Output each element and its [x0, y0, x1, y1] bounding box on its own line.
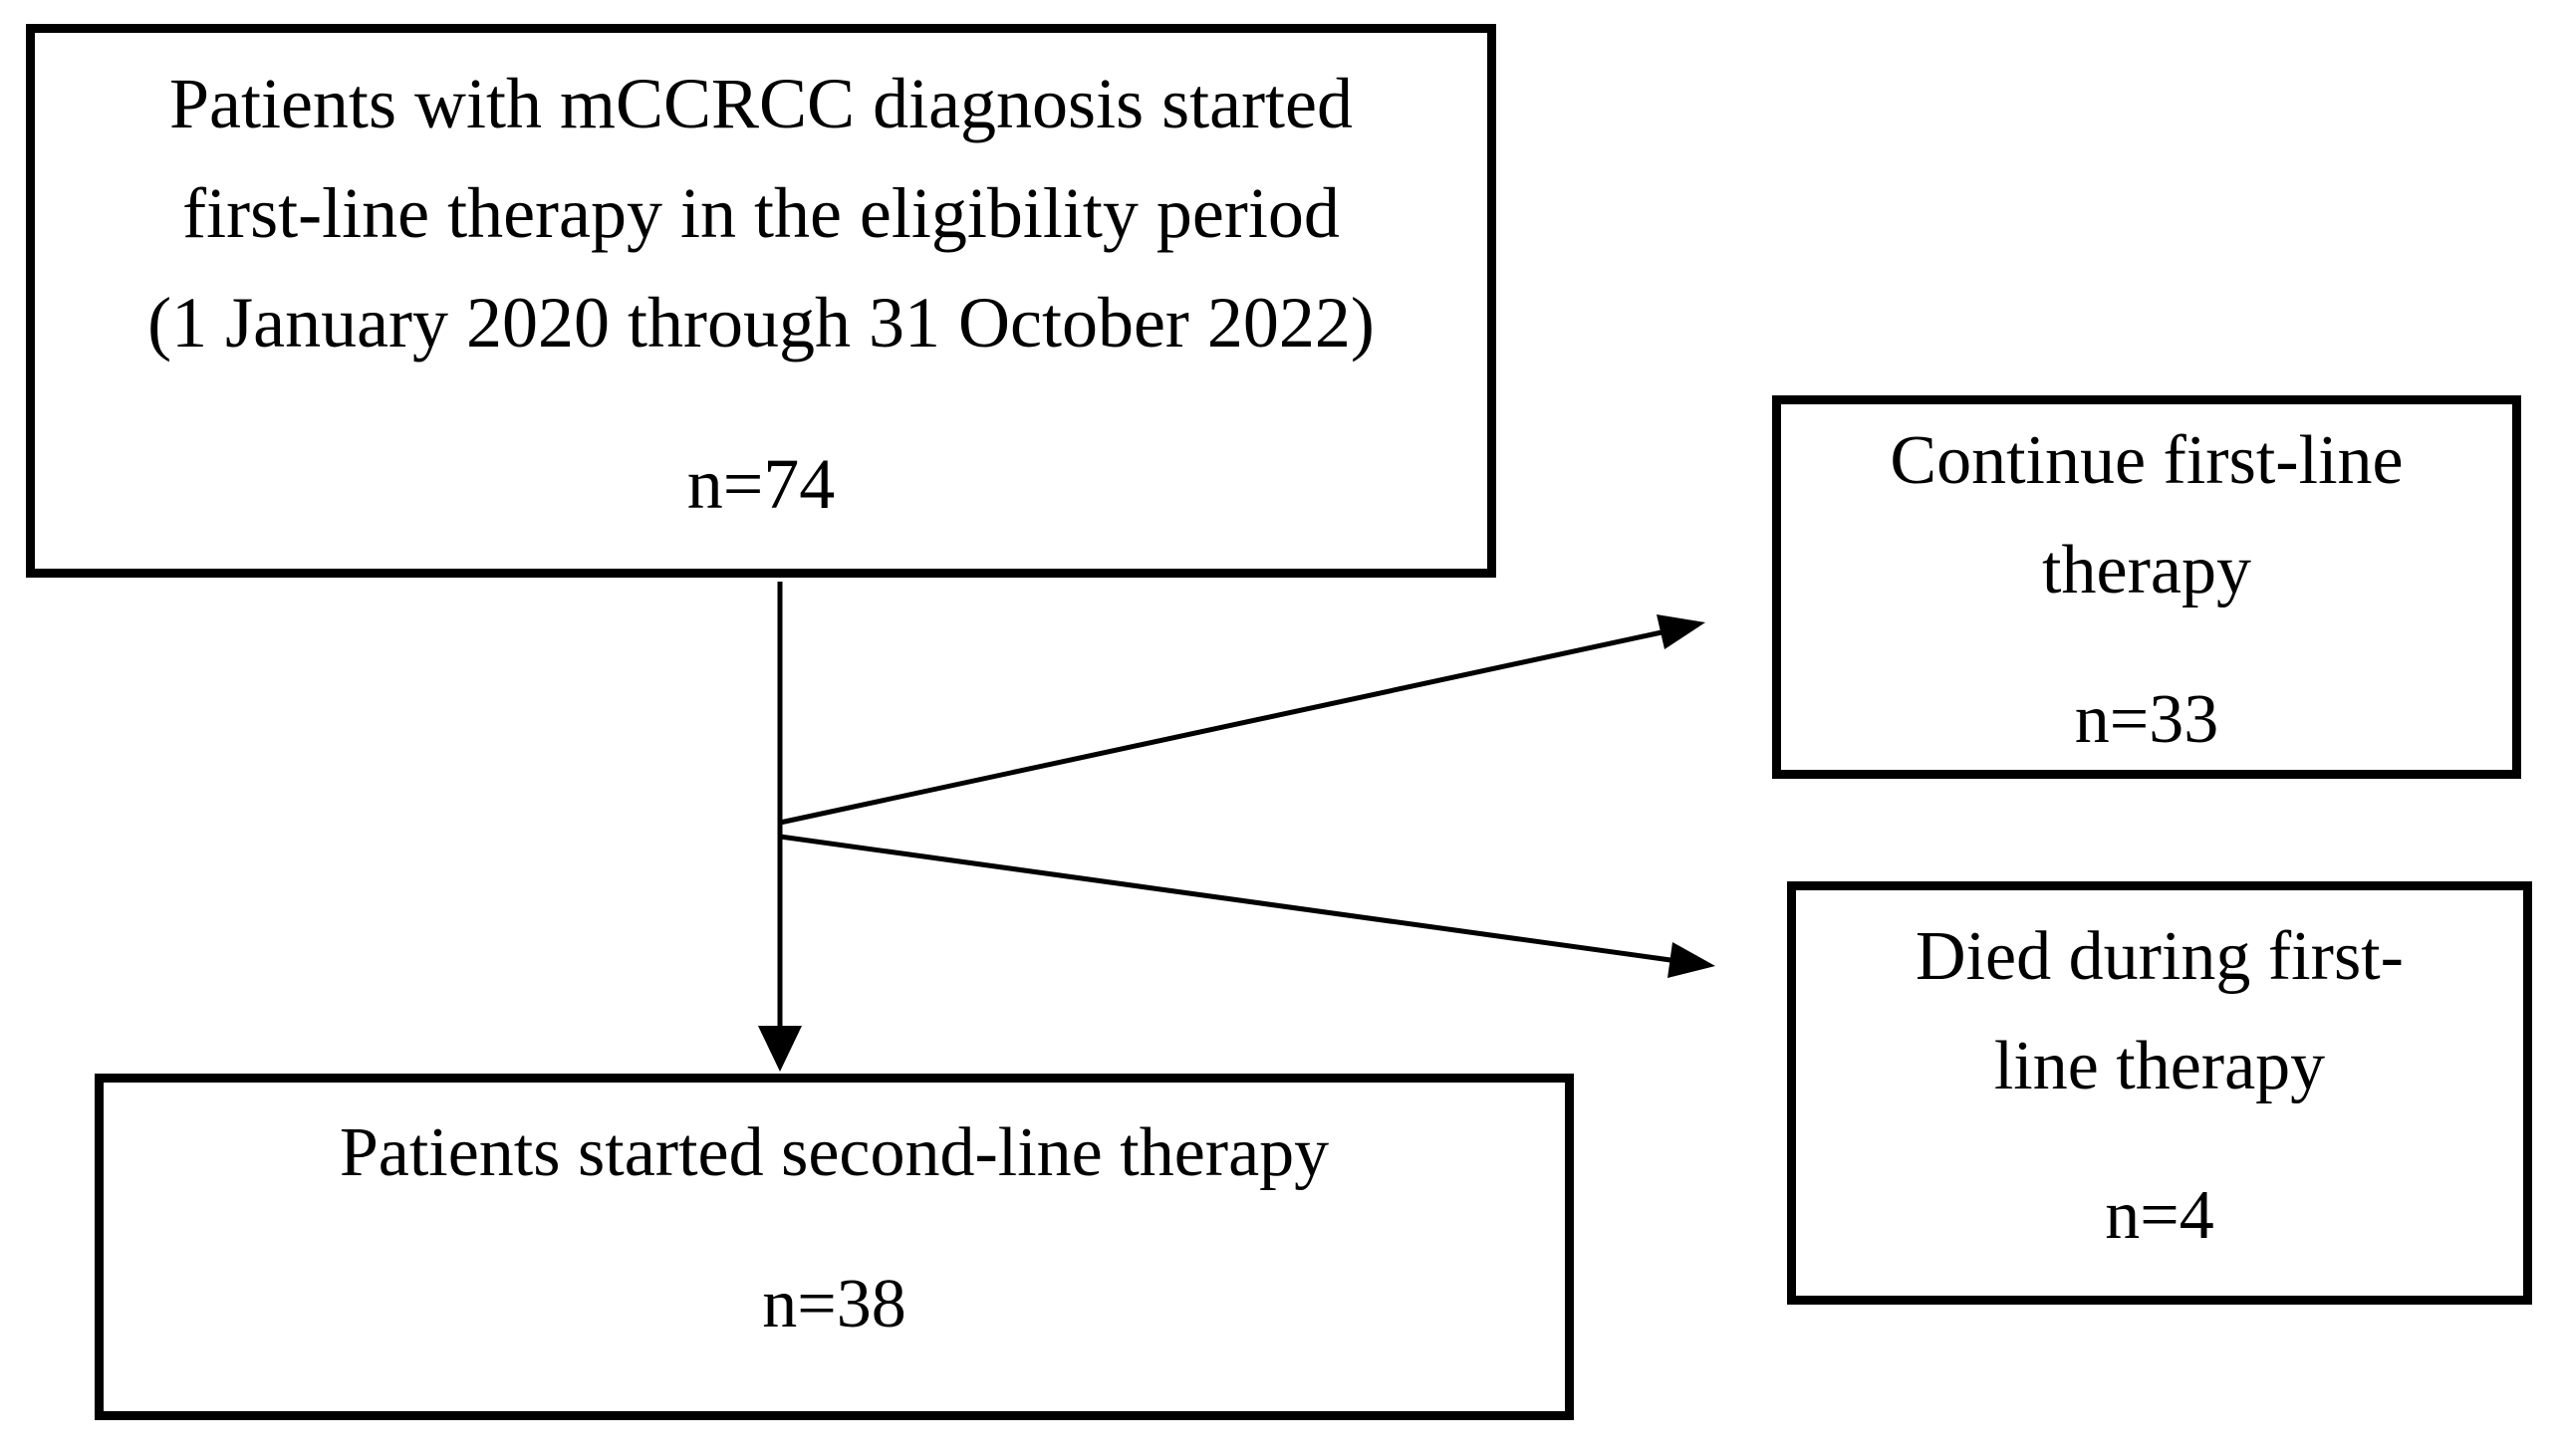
box-eligible-patients: Patients with mCCRCC diagnosis started f…: [26, 24, 1496, 578]
box-died-line-2: line therapy: [1993, 1028, 2326, 1104]
box-continue-count: n=33: [2074, 681, 2219, 758]
arrow-up-right-head-icon: [1657, 614, 1705, 649]
arrow-up-right-shaft: [779, 629, 1663, 826]
box-second-line-patients: Patients started second-line therapy n=3…: [95, 1074, 1574, 1420]
arrow-down-head-icon: [758, 1026, 802, 1072]
box-died-first-line: Died during first- line therapy n=4: [1787, 881, 2532, 1305]
box-eligible-line-2: first-line therapy in the eligibility pe…: [182, 173, 1340, 253]
arrow-down-right-head-icon: [1668, 942, 1715, 978]
arrow-down-right-shaft: [779, 834, 1671, 963]
box-eligible-line-3: (1 January 2020 through 31 October 2022): [147, 283, 1375, 363]
box-second-count: n=38: [762, 1266, 906, 1342]
box-second-line-1: Patients started second-line therapy: [339, 1114, 1330, 1191]
box-eligible-line-1: Patients with mCCRCC diagnosis started: [168, 64, 1354, 143]
box-continue-line-1: Continue first-line: [1890, 422, 2404, 499]
box-continue-line-2: therapy: [2042, 532, 2251, 608]
box-eligible-count: n=74: [686, 444, 836, 524]
box-died-line-1: Died during first-: [1916, 918, 2404, 995]
box-continue-first-line: Continue first-line therapy n=33: [1772, 395, 2521, 779]
box-died-count: n=4: [2105, 1177, 2214, 1254]
